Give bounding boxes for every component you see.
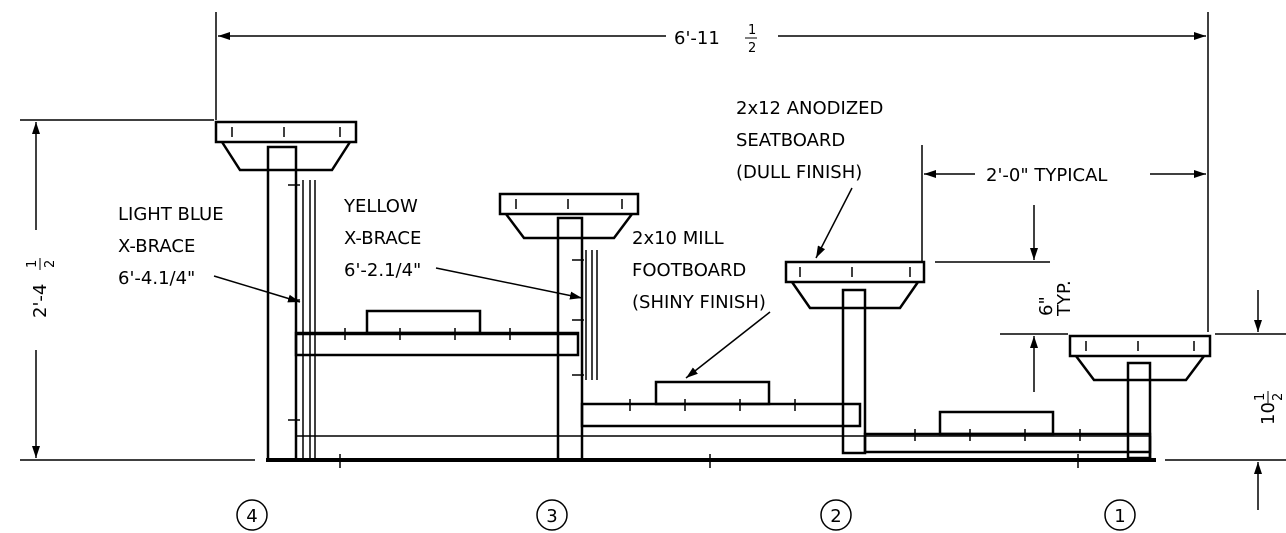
- seat-bracket-row-1: [1075, 355, 1205, 382]
- row-rise-label: 6": [1036, 296, 1057, 316]
- toeboard-row-4: [365, 309, 482, 335]
- overall-width-frac-num: 1: [748, 23, 756, 38]
- overall-height-frac-num: 1: [25, 260, 40, 268]
- row-spacing-label: 2'-0" TYPICAL: [986, 165, 1107, 186]
- svg-text:1: 1: [1114, 506, 1125, 527]
- row-markers: 4 3 2 1: [236, 499, 1136, 531]
- first-row-height-dimension: 10 1 2: [1253, 290, 1286, 510]
- row-marker-3: 3: [536, 499, 568, 531]
- toeboard-row-2: [938, 410, 1055, 436]
- row-marker-1: 1: [1104, 499, 1136, 531]
- svg-text:X-BRACE: X-BRACE: [118, 236, 195, 257]
- yellow-brace-callout: YELLOW X-BRACE 6'-2.1/4": [343, 196, 583, 300]
- overall-width-dimension: 6'-11 1 2: [218, 23, 1206, 56]
- first-row-height-frac-den: 2: [1271, 393, 1286, 401]
- post-row-1: [1126, 361, 1152, 460]
- x-braces: [302, 180, 598, 458]
- post-row-3: [556, 216, 584, 462]
- seatboard-row-3: [498, 192, 640, 216]
- overall-width-frac-den: 2: [748, 41, 756, 56]
- overall-height-dimension: 2'-4 1 2: [25, 122, 58, 458]
- row-spacing-dimension: 2'-0" TYPICAL: [924, 165, 1206, 186]
- svg-text:2x12 ANODIZED: 2x12 ANODIZED: [736, 98, 883, 119]
- svg-text:(DULL FINISH): (DULL FINISH): [736, 162, 862, 183]
- post-row-2: [841, 288, 867, 455]
- toeboard-row-3: [654, 380, 771, 406]
- light-blue-brace-callout: LIGHT BLUE X-BRACE 6'-4.1/4": [118, 204, 301, 303]
- footboard-row-4: [294, 331, 580, 357]
- seatboard-callout: 2x12 ANODIZED SEATBOARD (DULL FINISH): [736, 98, 883, 259]
- overall-height-frac-den: 2: [43, 260, 58, 268]
- post-row-4: [266, 145, 298, 462]
- svg-text:3: 3: [546, 506, 557, 527]
- overall-width-label: 6'-11: [674, 28, 720, 49]
- seatboard-row-4: [214, 120, 358, 144]
- svg-text:X-BRACE: X-BRACE: [344, 228, 421, 249]
- bleacher-structure: [214, 120, 1212, 462]
- svg-text:6'-2.1/4": 6'-2.1/4": [344, 260, 421, 281]
- svg-text:6'-4.1/4": 6'-4.1/4": [118, 268, 195, 289]
- svg-text:(SHINY FINISH): (SHINY FINISH): [632, 292, 766, 313]
- first-row-height-label: 10: [1258, 402, 1279, 425]
- first-row-height-frac-num: 1: [1253, 393, 1268, 401]
- svg-text:2x10 MILL: 2x10 MILL: [632, 228, 724, 249]
- seatboard-row-2: [784, 260, 926, 284]
- row-marker-2: 2: [820, 499, 852, 531]
- seat-bracket-row-4: [220, 141, 352, 172]
- overall-height-label: 2'-4: [30, 284, 51, 318]
- fastener-ticks: [231, 127, 1195, 468]
- svg-text:YELLOW: YELLOW: [343, 196, 418, 217]
- svg-text:SEATBOARD: SEATBOARD: [736, 130, 845, 151]
- footboard-row-3: [580, 402, 862, 428]
- svg-text:FOOTBOARD: FOOTBOARD: [632, 260, 746, 281]
- seat-bracket-row-3: [505, 213, 633, 240]
- row-rise-note: TYP.: [1054, 280, 1075, 317]
- extension-lines: [20, 12, 1286, 461]
- footboard-callout: 2x10 MILL FOOTBOARD (SHINY FINISH): [632, 228, 771, 379]
- row-marker-4: 4: [236, 499, 268, 531]
- svg-text:4: 4: [246, 506, 257, 527]
- seat-bracket-row-2: [790, 281, 920, 310]
- seatboard-row-1: [1068, 334, 1212, 358]
- svg-text:2: 2: [830, 506, 841, 527]
- row-rise-dimension: 6" TYP.: [1030, 205, 1075, 392]
- svg-text:LIGHT BLUE: LIGHT BLUE: [118, 204, 224, 225]
